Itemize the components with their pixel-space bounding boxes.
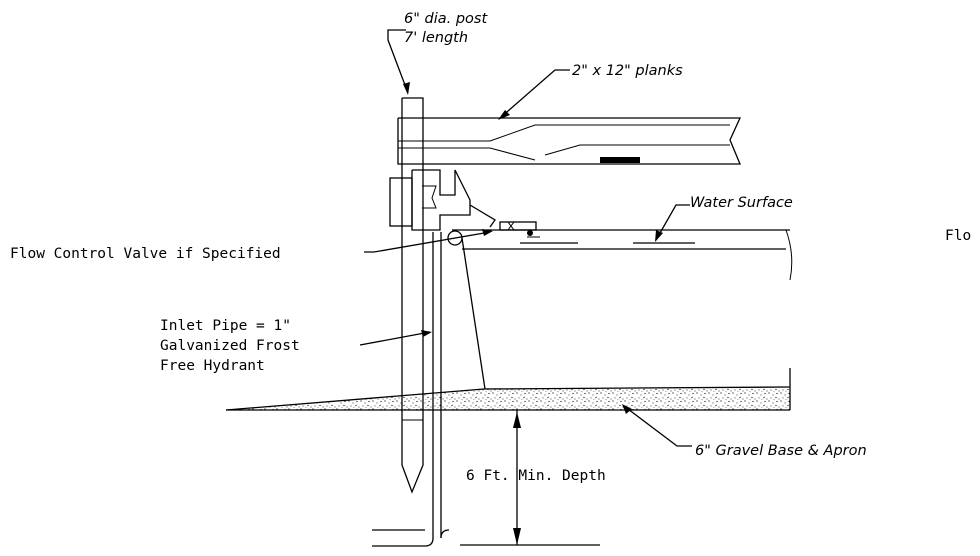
wooden-post — [401, 97, 424, 494]
depth-dimension — [460, 410, 600, 546]
inlet-pipe-label-line-1: Inlet Pipe = 1" — [160, 318, 291, 334]
depth-label: 6 Ft. Min. Depth — [466, 468, 606, 484]
leader-lines — [359, 29, 692, 447]
water-surface-label: Water Surface — [690, 195, 793, 211]
cut-off-label: Flo — [945, 228, 971, 244]
gravel-base — [225, 368, 791, 411]
gravel-label: 6" Gravel Base & Apron — [695, 443, 867, 459]
inlet-pipe-label-line-3: Free Hydrant — [160, 358, 265, 374]
planks — [397, 117, 742, 165]
inlet-pipe-label-line-2: Galvanized Frost — [160, 338, 300, 354]
frost-free-hydrant — [372, 169, 540, 547]
water-tank — [447, 229, 793, 390]
planks-label: 2" x 12" planks — [572, 63, 683, 79]
flow-control-label: Flow Control Valve if Specified — [10, 246, 281, 262]
post-label-line-1: 6" dia. post — [404, 11, 488, 27]
post-label-line-2: 7' length — [404, 30, 468, 46]
